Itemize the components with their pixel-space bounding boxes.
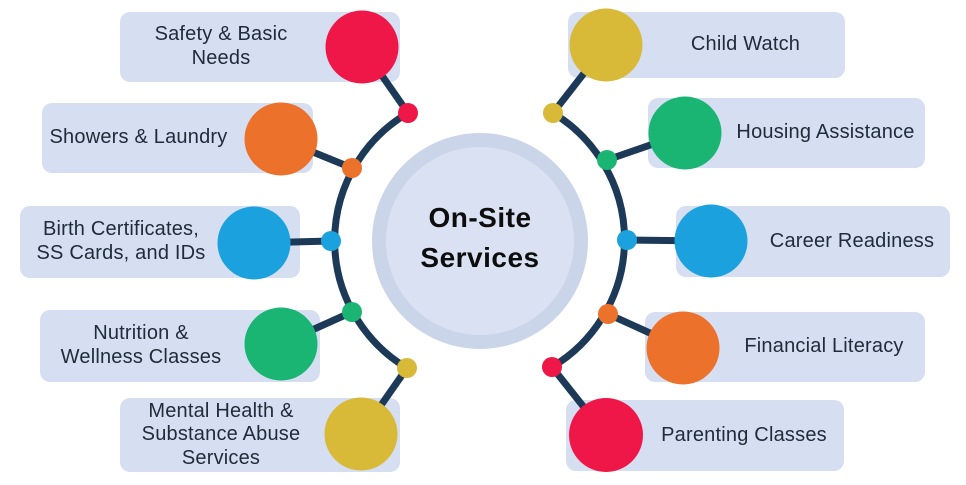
showers-laundry-junction-dot [342, 158, 362, 178]
career-readiness-junction-dot [617, 230, 637, 250]
mental-health-junction-dot [397, 358, 417, 378]
center-hub-title: On-Site Services [420, 202, 540, 273]
label-box-birth-certificates: Birth Certificates, SS Cards, and IDs [20, 206, 300, 278]
label-birth-certificates: Birth Certificates, SS Cards, and IDs [36, 218, 206, 264]
label-box-nutrition-wellness: Nutrition & Wellness Classes [40, 310, 320, 382]
label-box-safety-basic-needs: Safety & Basic Needs [120, 12, 400, 82]
label-box-career-readiness: Career Readiness [676, 206, 950, 277]
safety-basic-needs-junction-dot [398, 103, 418, 123]
nutrition-wellness-junction-dot [342, 302, 362, 322]
birth-certificates-junction-dot [321, 231, 341, 251]
label-housing-assistance: Housing Assistance [736, 121, 915, 144]
label-career-readiness: Career Readiness [769, 229, 935, 252]
label-safety-basic-needs: Safety & Basic Needs [154, 23, 288, 69]
label-box-housing-assistance: Housing Assistance [648, 98, 925, 168]
label-nutrition-wellness: Nutrition & Wellness Classes [60, 322, 222, 368]
label-box-parenting-classes: Parenting Classes [566, 400, 844, 471]
label-box-mental-health: Mental Health & Substance Abuse Services [120, 398, 400, 472]
label-box-showers-laundry: Showers & Laundry [42, 103, 313, 173]
housing-assistance-junction-dot [597, 150, 617, 170]
child-watch-junction-dot [543, 103, 563, 123]
label-financial-literacy: Financial Literacy [744, 335, 904, 358]
label-mental-health: Mental Health & Substance Abuse Services [141, 399, 301, 469]
label-showers-laundry: Showers & Laundry [49, 126, 228, 149]
label-box-financial-literacy: Financial Literacy [645, 312, 925, 382]
financial-literacy-junction-dot [598, 304, 618, 324]
label-child-watch: Child Watch [690, 33, 801, 56]
label-parenting-classes: Parenting Classes [661, 423, 827, 446]
label-box-child-watch: Child Watch [568, 12, 845, 78]
parenting-classes-junction-dot [542, 357, 562, 377]
